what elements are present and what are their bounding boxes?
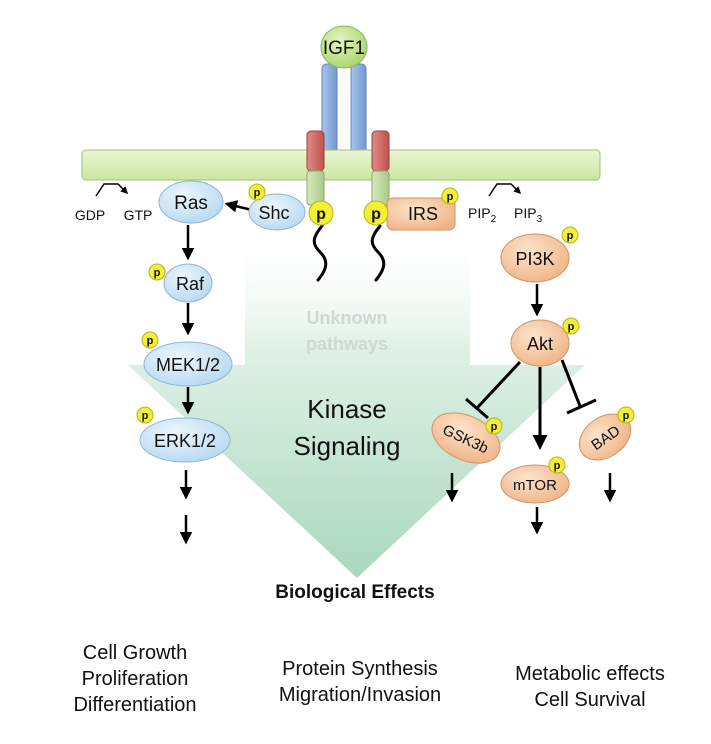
kinase-signaling-line2: Signaling	[294, 431, 401, 461]
transmembrane-right	[371, 130, 390, 172]
ras-label: Ras	[174, 193, 208, 214]
mek-label: MEK1/2	[156, 355, 220, 375]
effect-differentiation: Differentiation	[73, 694, 197, 716]
effects-right: Metabolic effects Cell Survival	[490, 661, 690, 713]
mek-phospho	[141, 331, 159, 349]
pip2-pip3-arrow	[488, 183, 522, 197]
pip2-label: PIP2	[468, 205, 497, 225]
pi3k-phospho-label: p	[567, 230, 574, 242]
effect-protein-synthesis: Protein Synthesis	[282, 658, 438, 680]
unknown-pathways-line1: Unknown	[307, 308, 388, 328]
shc-node	[248, 193, 306, 231]
akt-node	[510, 319, 570, 367]
pi3k-phospho	[561, 226, 579, 244]
biological-effects-title: Biological Effects	[275, 582, 434, 603]
receptor-right-phospho-label: p	[371, 206, 381, 223]
raf-phospho	[148, 263, 166, 281]
akt-label: Akt	[527, 334, 553, 354]
mtor-label: mTOR	[513, 477, 557, 494]
receptor-tail-left	[312, 224, 328, 282]
gtp-label: GTP	[124, 207, 153, 223]
receptor-left-phospho-label: p	[316, 206, 326, 223]
bad-phospho-label: p	[623, 410, 630, 422]
gsk3b-phospho	[485, 417, 503, 435]
raf-label: Raf	[176, 274, 205, 294]
pip3-label: PIP3	[514, 205, 543, 225]
irs-phospho	[441, 187, 459, 205]
gdp-gtp-arrow	[95, 183, 129, 197]
gsk3b-inhibition-bar	[465, 397, 489, 420]
intracellular-left	[306, 170, 325, 206]
akt-inhibits-bad	[560, 359, 582, 407]
intracellular-right	[371, 170, 390, 206]
shc-label: Shc	[258, 203, 289, 223]
receptor-chain-right	[350, 63, 367, 155]
transmembrane-left	[306, 130, 325, 172]
irs-label: IRS	[408, 204, 438, 224]
shc-phospho-label: p	[254, 187, 261, 199]
shc-to-ras-arrow	[224, 200, 253, 213]
akt-phospho	[562, 317, 580, 335]
mek-phospho-label: p	[147, 335, 154, 347]
effect-cell-survival: Cell Survival	[534, 689, 646, 711]
pi3k-label: PI3K	[515, 249, 554, 269]
erk-node	[139, 417, 231, 463]
irs-phospho-label: p	[447, 191, 454, 203]
cell-membrane	[81, 149, 601, 181]
receptor-tail-right	[370, 224, 386, 282]
ras-node	[158, 180, 224, 224]
effect-metabolic: Metabolic effects	[515, 663, 665, 685]
effects-left: Cell Growth Proliferation Differentiatio…	[40, 640, 230, 718]
erk-phospho-label: p	[142, 410, 149, 422]
unknown-pathways-line2: pathways	[306, 334, 388, 354]
igf1-ligand	[320, 25, 368, 69]
kinase-signaling-line1: Kinase	[307, 394, 387, 424]
bad-phospho	[617, 406, 635, 424]
raf-node	[163, 263, 213, 303]
akt-phospho-label: p	[568, 321, 575, 333]
pi3k-node	[500, 233, 570, 283]
effect-cell-growth: Cell Growth	[82, 642, 188, 664]
gsk3b-node	[431, 412, 501, 464]
mtor-phospho	[548, 456, 566, 474]
igf1-label: IGF1	[323, 38, 365, 59]
akt-inhibits-gsk3b	[475, 360, 522, 410]
gdp-label: GDP	[75, 207, 105, 223]
erk-phospho	[136, 406, 154, 424]
effect-migration-invasion: Migration/Invasion	[278, 684, 442, 706]
shc-phospho	[248, 183, 266, 201]
effects-middle: Protein Synthesis Migration/Invasion	[250, 656, 470, 708]
gsk3b-phospho-label: p	[491, 421, 498, 433]
kinase-signaling-arrow	[128, 225, 585, 578]
mtor-phospho-label: p	[554, 460, 561, 472]
raf-phospho-label: p	[154, 267, 161, 279]
effect-proliferation: Proliferation	[81, 668, 189, 690]
bad-inhibition-bar	[566, 398, 597, 415]
receptor-left-phospho	[308, 200, 334, 226]
mek-node	[143, 341, 233, 387]
erk-label: ERK1/2	[154, 431, 216, 451]
receptor-right-phospho	[363, 200, 389, 226]
mtor-node	[500, 464, 570, 504]
